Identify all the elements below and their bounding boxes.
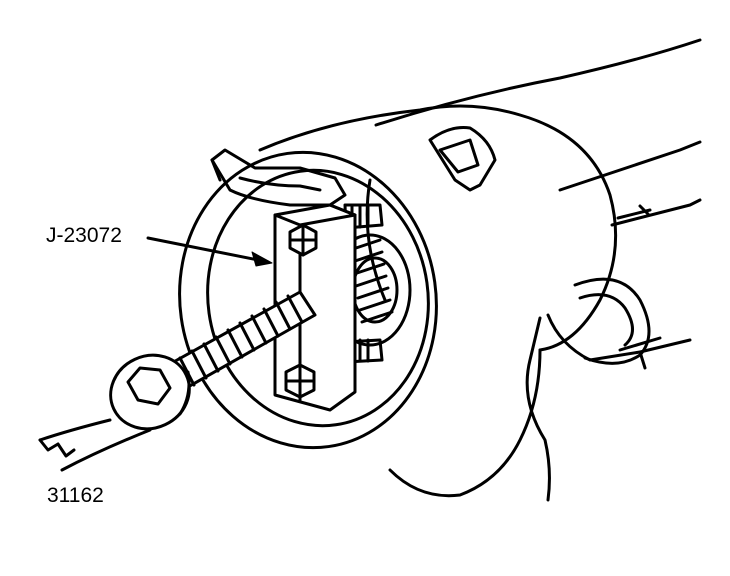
wrench-handle [38,418,152,472]
column-housing [258,104,618,498]
housing-end-face [178,150,438,450]
callout-leader [146,236,273,267]
column-shaft [374,38,702,227]
hex-bolt-lower [284,363,316,399]
lock-plate-tabs [210,148,347,207]
tool-callout-label: J-23072 [46,224,122,247]
column-bracket [525,277,692,502]
figure-number: 31162 [47,484,104,507]
screw-head [109,353,191,431]
hex-bolt-upper [288,223,318,257]
